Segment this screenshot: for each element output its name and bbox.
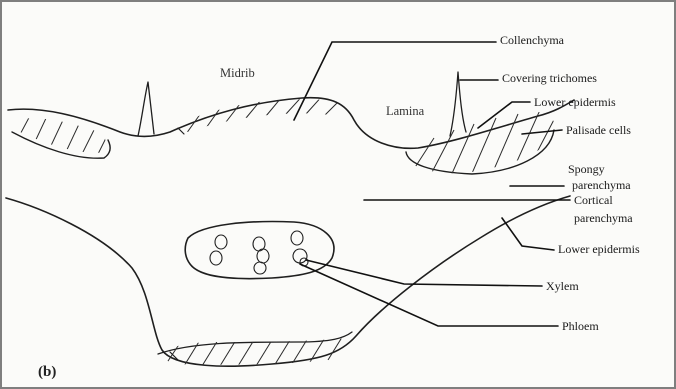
- upper-lamina-lower-edge: [12, 132, 110, 158]
- label-phloem: Phloem: [562, 319, 599, 333]
- label-xylem: Xylem: [546, 279, 579, 293]
- trichome-lamina: [450, 72, 466, 136]
- xylem-vessels: [210, 231, 308, 274]
- label-collenchyma: Collenchyma: [500, 33, 564, 47]
- trichome-midrib: [138, 82, 154, 136]
- panel-label: (b): [38, 365, 56, 379]
- label-spongy-parenchyma-line2: parenchyma: [572, 178, 631, 192]
- region-label-lamina: Lamina: [386, 104, 424, 118]
- label-lower-epidermis-bottom: Lower epidermis: [558, 242, 640, 256]
- lower-collenchyma-hatching: [166, 334, 344, 366]
- lower-collenchyma-inner: [158, 332, 352, 354]
- label-cortical-parenchyma-line1: Cortical: [574, 193, 613, 207]
- label-covering-trichomes: Covering trichomes: [502, 71, 597, 85]
- label-cortical-parenchyma-line2: parenchyma: [574, 211, 633, 225]
- label-lower-epidermis-top: Lower epidermis: [534, 95, 616, 109]
- left-palisade-hatching: [16, 112, 110, 158]
- upper-epidermis-outline: [8, 98, 574, 149]
- region-label-midrib: Midrib: [220, 66, 255, 80]
- right-palisade-hatching: [412, 110, 558, 178]
- label-spongy-parenchyma-line1: Spongy: [568, 162, 605, 176]
- label-palisade-cells: Palisade cells: [566, 123, 631, 137]
